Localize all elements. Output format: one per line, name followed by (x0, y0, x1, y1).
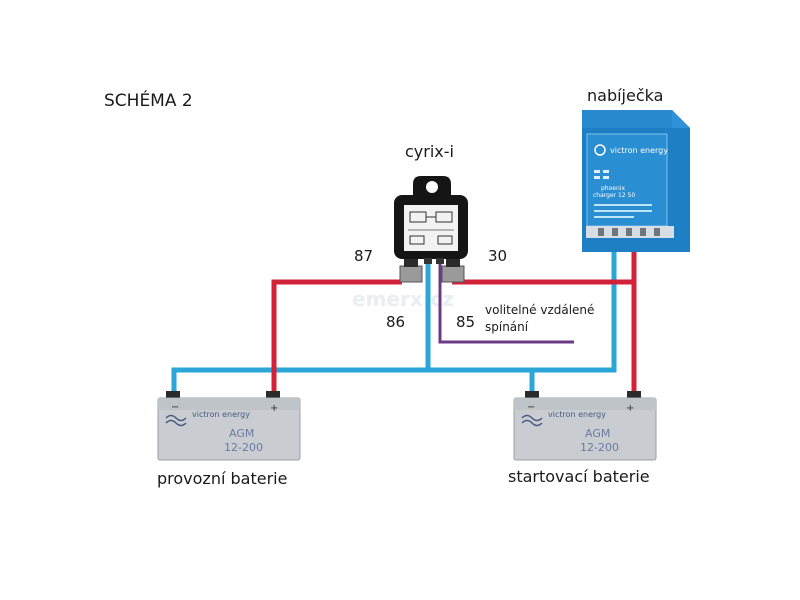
relay-label: cyrix-i (405, 142, 454, 161)
remote-switch-wire (438, 262, 574, 344)
battery-left-spec: 12-200 (224, 441, 263, 454)
battery-left-caption: provozní baterie (157, 469, 288, 488)
ground-wire-main (171, 232, 617, 398)
battery-right-plus: + (626, 403, 634, 414)
watermark-text: emerx.cz (352, 287, 454, 311)
victron-charger: victron energy phoenix charger 12 50 (582, 110, 690, 252)
battery-right-minus: − (527, 402, 535, 413)
positive-wires (271, 232, 637, 400)
battery-right-spec: 12-200 (580, 441, 619, 454)
remote-switch-note-line1: volitelné vzdálené (485, 303, 595, 317)
battery-left-minus: − (171, 402, 179, 413)
charger-model-line1: phoenix (601, 185, 625, 192)
battery-left-plus: + (270, 403, 278, 414)
pin-30-label: 30 (488, 247, 508, 265)
cyrix-relay (394, 176, 468, 283)
battery-right-caption: startovací baterie (508, 467, 650, 486)
charger-label: nabíječka (587, 86, 664, 105)
charger-brand-text: victron energy (610, 146, 668, 155)
pin-86-label: 86 (386, 313, 406, 331)
battery-left: − + victron energy AGM 12-200 (157, 391, 301, 461)
relay-87-wire (271, 279, 402, 400)
pin-87-label: 87 (354, 247, 374, 265)
pin-85-label: 85 (456, 313, 476, 331)
diagram-title: SCHÉMA 2 (104, 91, 193, 111)
battery-right: − + victron energy AGM 12-200 (513, 391, 657, 461)
battery-right-type: AGM (585, 427, 610, 440)
charger-model-line2: charger 12 50 (593, 192, 635, 199)
battery-right-brand: victron energy (548, 410, 606, 419)
battery-left-brand: victron energy (192, 410, 250, 419)
battery-left-type: AGM (229, 427, 254, 440)
remote-switch-note-line2: spínání (485, 320, 529, 334)
